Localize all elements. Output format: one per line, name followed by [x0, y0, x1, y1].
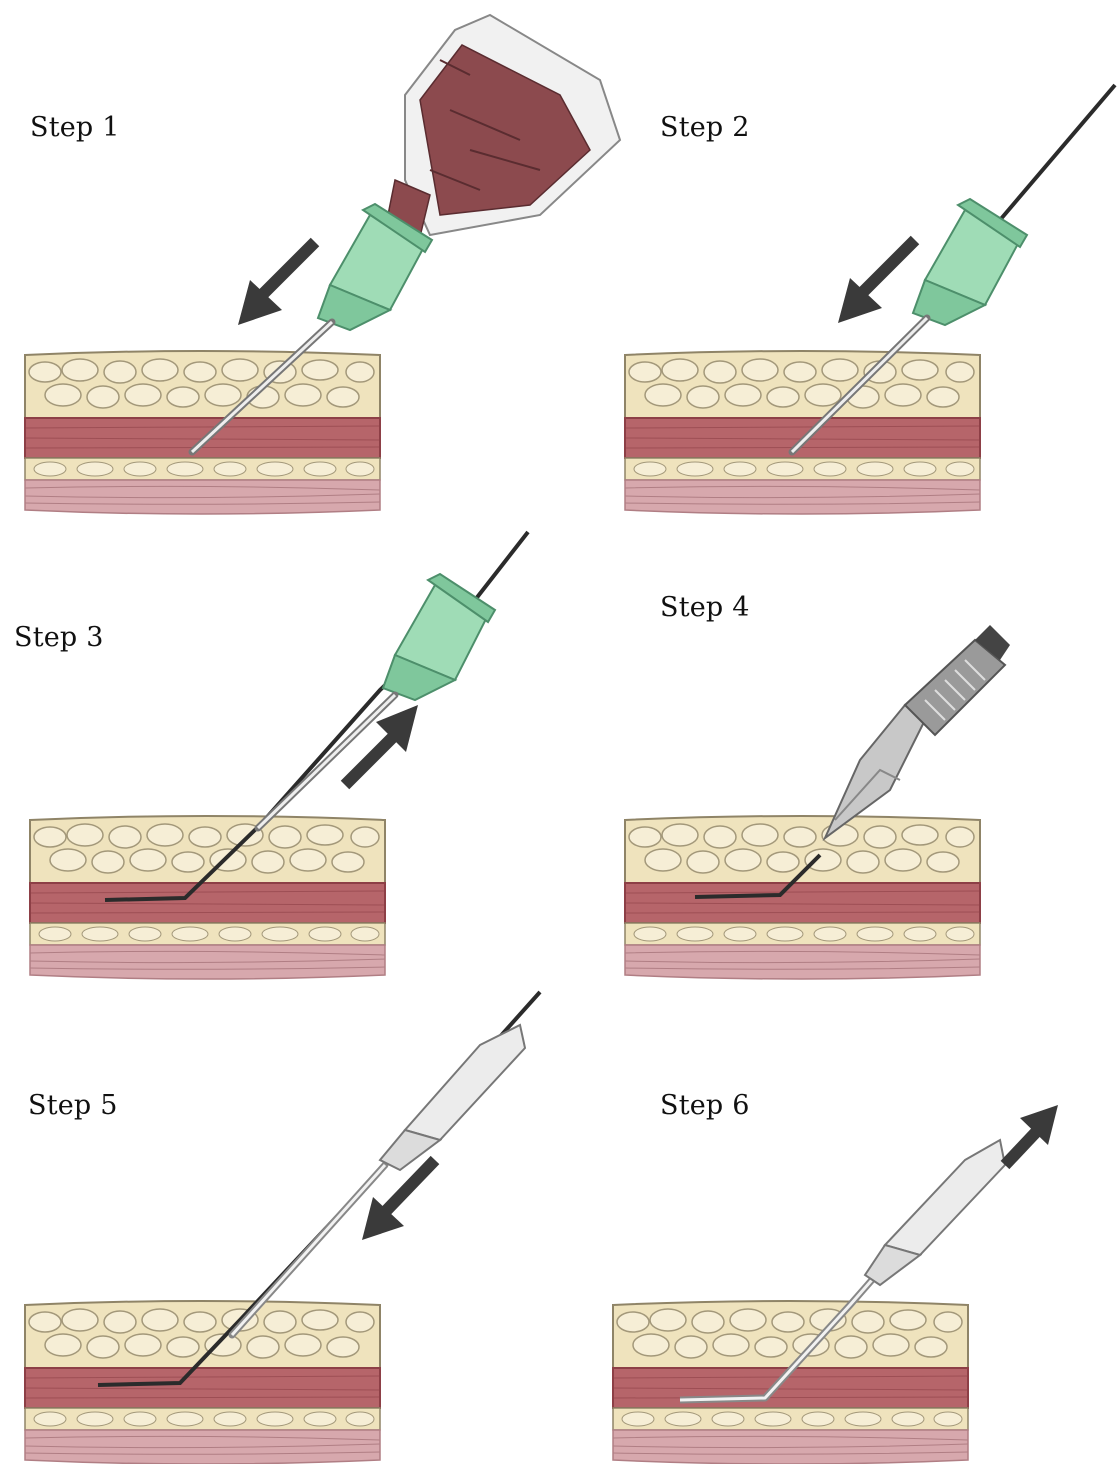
tissue-cross-section: [613, 1301, 968, 1464]
withdraw-arrow: [1005, 1105, 1058, 1165]
